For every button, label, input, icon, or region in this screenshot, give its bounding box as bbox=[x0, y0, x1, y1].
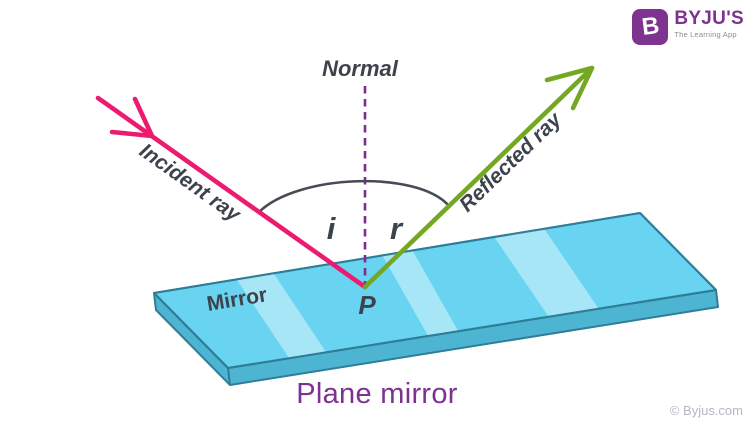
reflected-ray bbox=[362, 65, 595, 290]
mirror-top-face-outline bbox=[153, 212, 717, 369]
normal-label: Normal bbox=[322, 56, 399, 81]
byjus-logo-letter: B bbox=[639, 12, 661, 41]
reflected-ray-arrowhead bbox=[544, 65, 595, 111]
reflected-ray-label: Reflected ray bbox=[455, 107, 567, 216]
byjus-logo-text: BYJU'S The Learning App bbox=[674, 9, 744, 39]
angle-of-incidence-label: i bbox=[327, 211, 337, 246]
diagram-caption: Plane mirror bbox=[296, 378, 458, 410]
byjus-logo-tagline: The Learning App bbox=[674, 30, 737, 39]
incident-ray-line bbox=[95, 95, 368, 290]
byjus-logo: B BYJU'S The Learning App bbox=[632, 9, 744, 45]
copyright-watermark: © Byjus.com bbox=[669, 403, 743, 418]
incident-ray-label: Incident ray bbox=[135, 139, 245, 227]
mirror-slab bbox=[153, 212, 719, 386]
byjus-logo-name: BYJU'S bbox=[674, 8, 744, 29]
reflected-ray-line bbox=[362, 65, 595, 290]
incident-ray bbox=[95, 95, 368, 290]
incident-ray-arrowhead bbox=[109, 96, 155, 139]
angle-arc bbox=[257, 179, 451, 214]
angle-of-reflection-label: r bbox=[390, 211, 404, 246]
byjus-logo-icon: B bbox=[632, 9, 669, 45]
point-of-incidence-label: P bbox=[358, 290, 376, 320]
